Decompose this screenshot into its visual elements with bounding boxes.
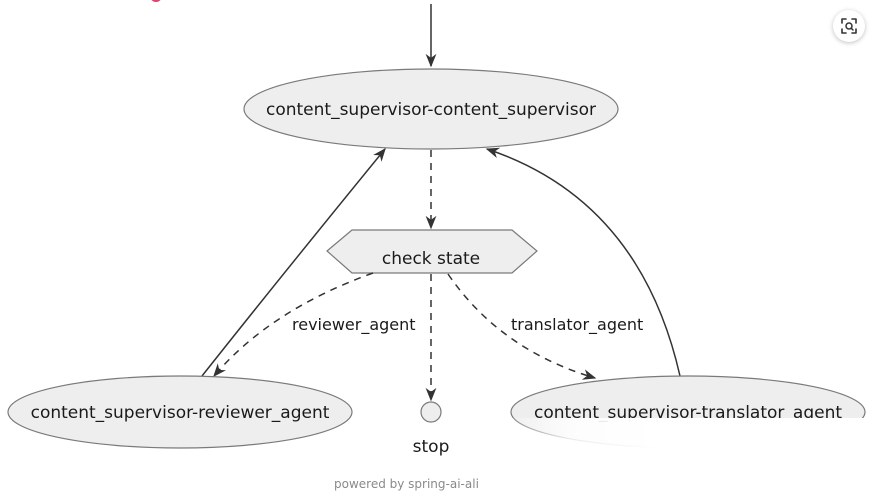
stop-label: stop [413,437,450,457]
scan-image-button[interactable] [833,10,865,42]
reviewer-agent-label: content_supervisor-reviewer_agent [31,403,330,423]
footer-credit: powered by spring-ai-ali [334,477,479,491]
check-state-label: check state [382,249,480,269]
supervisor-node: content_supervisor-content_supervisor [243,68,619,150]
supervisor-node-label: content_supervisor-content_supervisor [266,100,596,120]
scan-icon [841,18,857,34]
translator-agent-node: content_supervisor-translator_agent [510,375,866,449]
reviewer-agent-node: content_supervisor-reviewer_agent [7,375,353,449]
edge-check-to-translator [447,273,597,380]
corner-marker [150,0,162,2]
translator-agent-label: content_supervisor-translator_agent [534,403,842,423]
edge-check-to-reviewer [213,272,374,378]
stop-node: stop [413,401,450,457]
edge-reviewer-to-supervisor [201,147,386,377]
edge-label-translator: translator_agent [511,315,643,335]
check-state-node: check state [326,229,538,274]
edge-translator-to-supervisor [485,147,681,377]
edge-label-reviewer: reviewer_agent [292,315,416,335]
